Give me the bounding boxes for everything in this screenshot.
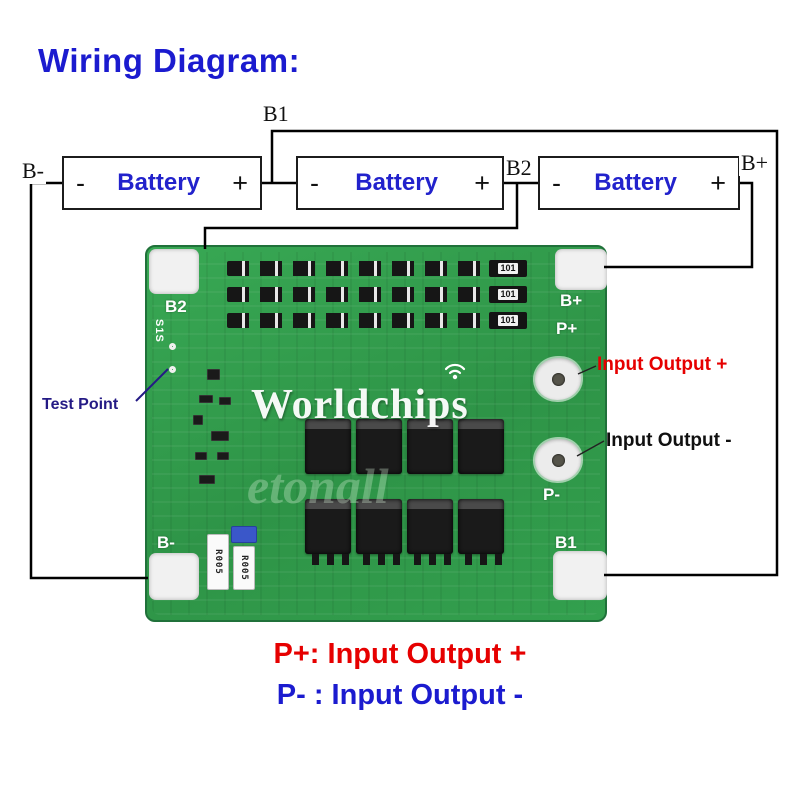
smd-part xyxy=(195,452,207,460)
p-plus-terminal-hole xyxy=(535,358,581,400)
signal-icon xyxy=(444,363,466,380)
bms-pcb-board: B2 B+ P+ P- B- B1 101 101 101 xyxy=(145,245,607,622)
solder-pad-b2 xyxy=(149,249,199,294)
shunt-resistor: R005 xyxy=(233,546,255,590)
battery-1-minus-terminal: - xyxy=(76,167,85,198)
battery-1-label: Battery xyxy=(117,169,200,196)
node-label-b-minus: B- xyxy=(20,158,46,184)
ic-chip-label: 101 xyxy=(498,315,518,326)
smd-resistor-row xyxy=(227,261,485,276)
terminal-label-p-minus: P- xyxy=(543,485,560,504)
watermark-worldchips: Worldchips xyxy=(251,382,469,428)
battery-1-plus-terminal: + xyxy=(232,167,248,198)
smd-part xyxy=(211,431,229,441)
ic-chip-label: 101 xyxy=(498,289,518,300)
battery-3-label: Battery xyxy=(594,169,677,196)
smd-part xyxy=(219,397,231,405)
smd-part xyxy=(199,475,215,484)
node-label-b2: B2 xyxy=(504,155,534,181)
legend-p-minus: P- : Input Output - xyxy=(276,679,524,711)
legend-p-plus: P+: Input Output + xyxy=(273,638,527,670)
capacitor xyxy=(231,526,257,543)
mosfet-legs xyxy=(458,554,504,565)
mosfet-legs xyxy=(407,554,453,565)
battery-3-plus-terminal: + xyxy=(710,167,726,198)
mosfet-legs xyxy=(305,554,351,565)
node-label-b-plus: B+ xyxy=(739,150,771,176)
page-title: Wiring Diagram: xyxy=(38,42,301,79)
smd-part xyxy=(199,395,213,403)
smd-resistor-row xyxy=(227,287,485,302)
p-minus-hole-center xyxy=(551,453,565,467)
battery-cell-2: - Battery + xyxy=(296,156,504,210)
battery-2-minus-terminal: - xyxy=(310,167,319,198)
node-label-b1: B1 xyxy=(261,101,291,127)
test-point-annotation: Test Point xyxy=(42,396,119,413)
legend: P+: Input Output + P- : Input Output - xyxy=(0,638,800,712)
smd-part xyxy=(193,415,203,425)
pad-label-b-plus: B+ xyxy=(560,291,583,310)
test-point-hole-2 xyxy=(169,366,176,373)
mosfet xyxy=(407,499,453,554)
solder-pad-b-minus xyxy=(149,553,199,600)
pad-label-b1: B1 xyxy=(555,533,577,552)
wire-b-minus xyxy=(29,181,148,580)
battery-cell-1: - Battery + xyxy=(62,156,262,210)
pad-label-b-minus: B- xyxy=(157,533,175,552)
battery-3-minus-terminal: - xyxy=(552,167,561,198)
ic-chip-101: 101 xyxy=(489,312,527,329)
battery-2-plus-terminal: + xyxy=(474,167,490,198)
mosfet-legs xyxy=(356,554,402,565)
battery-2-label: Battery xyxy=(355,169,438,196)
test-point-hole-1 xyxy=(169,343,176,350)
shunt-resistor: R005 xyxy=(207,534,229,590)
input-output-plus-annotation: Input Output + xyxy=(597,354,728,375)
p-minus-terminal-hole xyxy=(535,439,581,481)
pad-label-b2: B2 xyxy=(165,297,187,316)
p-plus-hole-center xyxy=(551,372,565,386)
silkscreen-s1s-label: S1S xyxy=(153,319,165,343)
smd-part xyxy=(217,452,229,460)
ic-chip-101: 101 xyxy=(489,260,527,277)
ic-chip-label: 101 xyxy=(498,263,518,274)
ic-chip-101: 101 xyxy=(489,286,527,303)
solder-pad-b-plus xyxy=(555,249,607,290)
input-output-minus-annotation: Input Output - xyxy=(606,430,732,451)
battery-cell-3: - Battery + xyxy=(538,156,740,210)
smd-part xyxy=(207,369,220,380)
solder-pad-b1 xyxy=(553,551,607,600)
terminal-label-p-plus: P+ xyxy=(556,319,578,338)
shunt-resistor-label: R005 xyxy=(239,555,249,581)
mosfet xyxy=(458,499,504,554)
shunt-resistor-label: R005 xyxy=(213,549,223,575)
smd-resistor-row xyxy=(227,313,485,328)
watermark-etonall: etonall xyxy=(247,458,389,514)
